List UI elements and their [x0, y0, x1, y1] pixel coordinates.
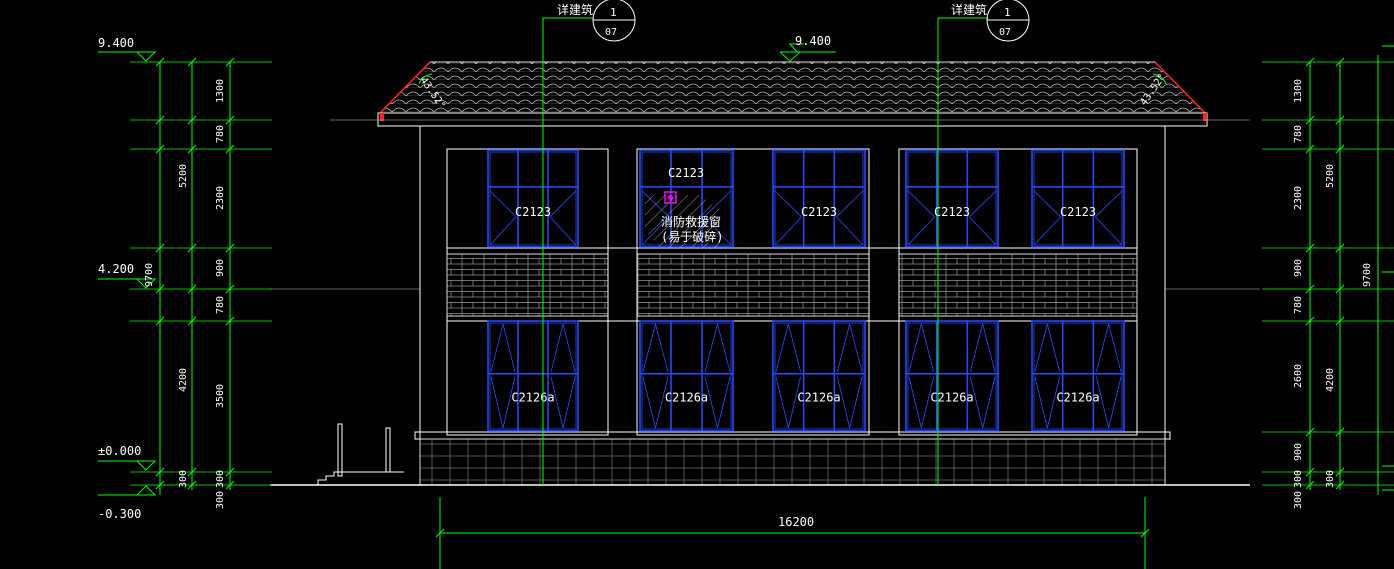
window-label: C2123	[801, 205, 837, 219]
dim-left-bottom: 300	[215, 491, 226, 509]
dim-left-inner-0: 1300	[215, 79, 226, 103]
dim-right-inner-3: 900	[1293, 259, 1304, 277]
window-label: C2123	[1060, 205, 1096, 219]
window-label: C2126a	[1056, 390, 1099, 404]
dim-right-outer-0: 5200	[1325, 164, 1336, 188]
bottom-dimension	[435, 497, 1150, 569]
rescue-window	[645, 191, 720, 248]
callout-label-1: 详建筑	[557, 2, 593, 17]
window-lower-2: C2126a	[772, 320, 866, 432]
brick-band	[446, 253, 1138, 317]
window-lower-4: C2126a	[1031, 320, 1125, 432]
ridge-elevation-symbol	[780, 43, 836, 53]
dim-left-outer-2: 300	[178, 470, 189, 488]
dim-right-inner-0: 1300	[1293, 79, 1304, 103]
roof-edge-right	[1154, 61, 1206, 114]
callout-sheet-2: 07	[999, 27, 1011, 38]
dim-right-inner-7: 300	[1293, 470, 1304, 488]
dim-left-inner-1: 780	[215, 125, 226, 143]
elev-second-label: 4.200	[98, 262, 134, 276]
dim-right-outer-2: 300	[1325, 470, 1336, 488]
rescue-marker-icon	[664, 191, 677, 204]
elev-top-label: 9.400	[98, 36, 134, 50]
window-lower-1: C2126a	[639, 320, 734, 432]
dim-left-inner-4: 780	[215, 296, 226, 314]
callout-sheet-1: 07	[605, 27, 617, 38]
dim-left-inner-6: 300	[215, 470, 226, 488]
callout-num-2: 1	[1004, 6, 1011, 19]
rescue-window-text-1: 消防救援窗	[661, 214, 721, 229]
elev-grade-label: -0.300	[98, 507, 141, 521]
elev-ground-label: ±0.000	[98, 444, 141, 458]
left-dimensions	[98, 51, 272, 496]
dim-right-inner-4: 780	[1293, 296, 1304, 314]
dim-left-outer-1: 4200	[178, 368, 189, 392]
ridge-elevation-label: 9.400	[795, 34, 831, 48]
entry-steps	[317, 471, 404, 485]
window-lower-3: C2126a	[905, 320, 999, 432]
dim-left-total: 9700	[144, 263, 155, 287]
overall-width-label: 16200	[778, 515, 814, 529]
window-upper-4: C2123	[1031, 149, 1125, 248]
window-label: C2126a	[797, 390, 840, 404]
dim-right-inner-6: 900	[1293, 443, 1304, 461]
window-label: C2126a	[511, 390, 554, 404]
dim-right-inner-1: 780	[1293, 125, 1304, 143]
callout-label-2: 详建筑	[951, 2, 987, 17]
window-lower-0: C2126a	[487, 320, 579, 432]
callout-num-1: 1	[610, 6, 617, 19]
dim-left-outer-0: 5200	[178, 164, 189, 188]
window-upper-0: C2123	[487, 149, 579, 248]
window-label: C2126a	[665, 390, 708, 404]
window-upper-2: C2123	[772, 149, 866, 248]
dim-right-inner-5: 2600	[1293, 364, 1304, 388]
roof	[378, 61, 1207, 114]
window-label: C2123	[934, 205, 970, 219]
building-outline	[270, 61, 1250, 486]
dim-left-inner-5: 3500	[215, 384, 226, 408]
plinth	[419, 438, 1166, 486]
dim-right-bottom: 300	[1293, 491, 1304, 509]
window-label: C2123	[515, 205, 551, 219]
right-dimensions	[1262, 45, 1394, 495]
dim-right-total: 9700	[1362, 263, 1373, 287]
window-upper-3: C2123	[905, 149, 999, 248]
roof-edge-left	[379, 61, 431, 114]
rescue-window-text-2: (易于破碎)	[661, 229, 723, 244]
window-label: C2126a	[930, 390, 973, 404]
dim-right-inner-2: 2300	[1293, 186, 1304, 210]
rescue-window-code: C2123	[668, 166, 704, 180]
dim-left-inner-2: 2300	[215, 186, 226, 210]
eave-fascia	[377, 112, 1208, 127]
dim-left-inner-3: 900	[215, 259, 226, 277]
dim-right-outer-1: 4200	[1325, 368, 1336, 392]
